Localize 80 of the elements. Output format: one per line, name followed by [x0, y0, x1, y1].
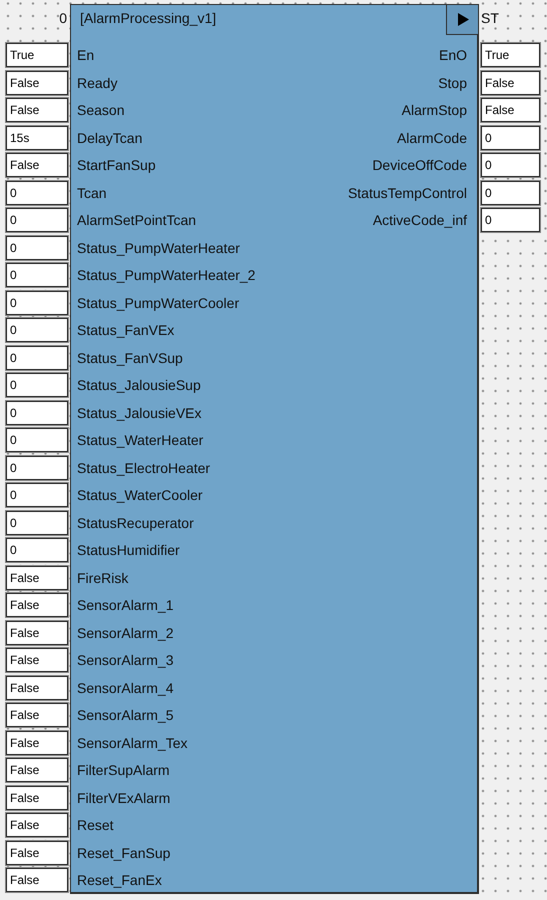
value-field: 0 [5, 344, 69, 370]
value-field: False [5, 757, 69, 783]
value-field: 15s [5, 124, 69, 150]
value-field: False [5, 702, 69, 728]
input-pin-label: StartFanSup [77, 156, 156, 174]
value-field: False [5, 592, 69, 618]
input-pin-label: Reset_FanSup [77, 844, 170, 862]
value-field: False [5, 564, 69, 590]
value-field: False [5, 812, 69, 838]
input-pin-label: SensorAlarm_2 [77, 624, 174, 642]
value-field: True [480, 42, 541, 68]
output-pin-label: DeviceOffCode [372, 156, 467, 174]
value-field: 0 [480, 207, 541, 233]
input-pin-label: Status_WaterCooler [77, 486, 203, 504]
value-field: False [5, 867, 69, 893]
input-pin-label: DelayTcan [77, 128, 142, 146]
value-field: False [5, 97, 69, 123]
value-field: True [5, 42, 69, 68]
output-pin-label: AlarmCode [396, 128, 467, 146]
output-pin-label: ActiveCode_inf [372, 211, 467, 229]
output-pin-label: Stop [438, 74, 467, 92]
value-field: 0 [480, 180, 541, 206]
input-pin-label: Status_PumpWaterCooler [77, 294, 240, 312]
value-field: 0 [5, 262, 69, 288]
input-pin-label: FilterSupAlarm [77, 761, 170, 779]
input-pin-label: Status_WaterHeater [77, 431, 204, 449]
function-block [70, 4, 479, 894]
value-field: False [480, 70, 541, 96]
block-title: [AlarmProcessing_v1] [80, 9, 216, 27]
output-pin-label: StatusTempControl [348, 184, 467, 202]
value-field: False [5, 840, 69, 866]
value-field: False [5, 647, 69, 673]
input-pin-label: SensorAlarm_Tex [77, 734, 188, 752]
value-field: False [5, 730, 69, 756]
value-field: 0 [5, 207, 69, 233]
value-field: False [5, 152, 69, 178]
input-pin-label: Reset [77, 816, 114, 834]
input-pin-label: Status_JalousieVEx [77, 404, 202, 422]
value-field: 0 [480, 152, 541, 178]
value-field: 0 [5, 180, 69, 206]
input-pin-label: Status_ElectroHeater [77, 458, 210, 476]
input-pin-label: Status_JalousieSup [77, 376, 201, 394]
value-field: 0 [5, 537, 69, 563]
value-field: 0 [5, 372, 69, 398]
value-field: False [5, 674, 69, 700]
value-field: 0 [5, 427, 69, 453]
output-pin-label: AlarmStop [402, 101, 467, 119]
input-pin-label: SensorAlarm_5 [77, 706, 174, 724]
input-pin-label: En [77, 46, 94, 64]
input-pin-label: FilterVExAlarm [77, 788, 170, 806]
input-pin-label: StatusRecuperator [77, 514, 194, 532]
value-field: 0 [5, 510, 69, 536]
execution-order-number: 0 [59, 9, 67, 27]
value-field: 0 [5, 317, 69, 343]
value-field: 0 [480, 124, 541, 150]
value-field: False [5, 620, 69, 646]
input-pin-label: Reset_FanEx [77, 871, 162, 889]
input-pin-label: Status_FanVEx [77, 321, 174, 339]
input-pin-label: SensorAlarm_3 [77, 651, 174, 669]
block-language-label: ST [481, 9, 499, 27]
output-pin-label: EnO [438, 46, 467, 64]
input-pin-label: StatusHumidifier [77, 541, 180, 559]
value-field: 0 [5, 482, 69, 508]
value-field: 0 [5, 290, 69, 316]
input-pin-label: Status_PumpWaterHeater_2 [77, 266, 256, 284]
value-field: False [5, 784, 69, 810]
value-field: False [5, 70, 69, 96]
value-field: 0 [5, 234, 69, 260]
value-field: False [480, 97, 541, 123]
input-pin-label: Season [77, 101, 124, 119]
input-pin-label: FireRisk [77, 568, 128, 586]
value-field: 0 [5, 400, 69, 426]
input-pin-label: Ready [77, 74, 118, 92]
input-pin-label: SensorAlarm_4 [77, 678, 174, 696]
input-pin-label: Status_FanVSup [77, 348, 183, 366]
input-pin-label: Tcan [77, 184, 107, 202]
value-field: 0 [5, 454, 69, 480]
input-pin-label: Status_PumpWaterHeater [77, 238, 240, 256]
input-pin-label: SensorAlarm_1 [77, 596, 174, 614]
input-pin-label: AlarmSetPointTcan [77, 211, 196, 229]
